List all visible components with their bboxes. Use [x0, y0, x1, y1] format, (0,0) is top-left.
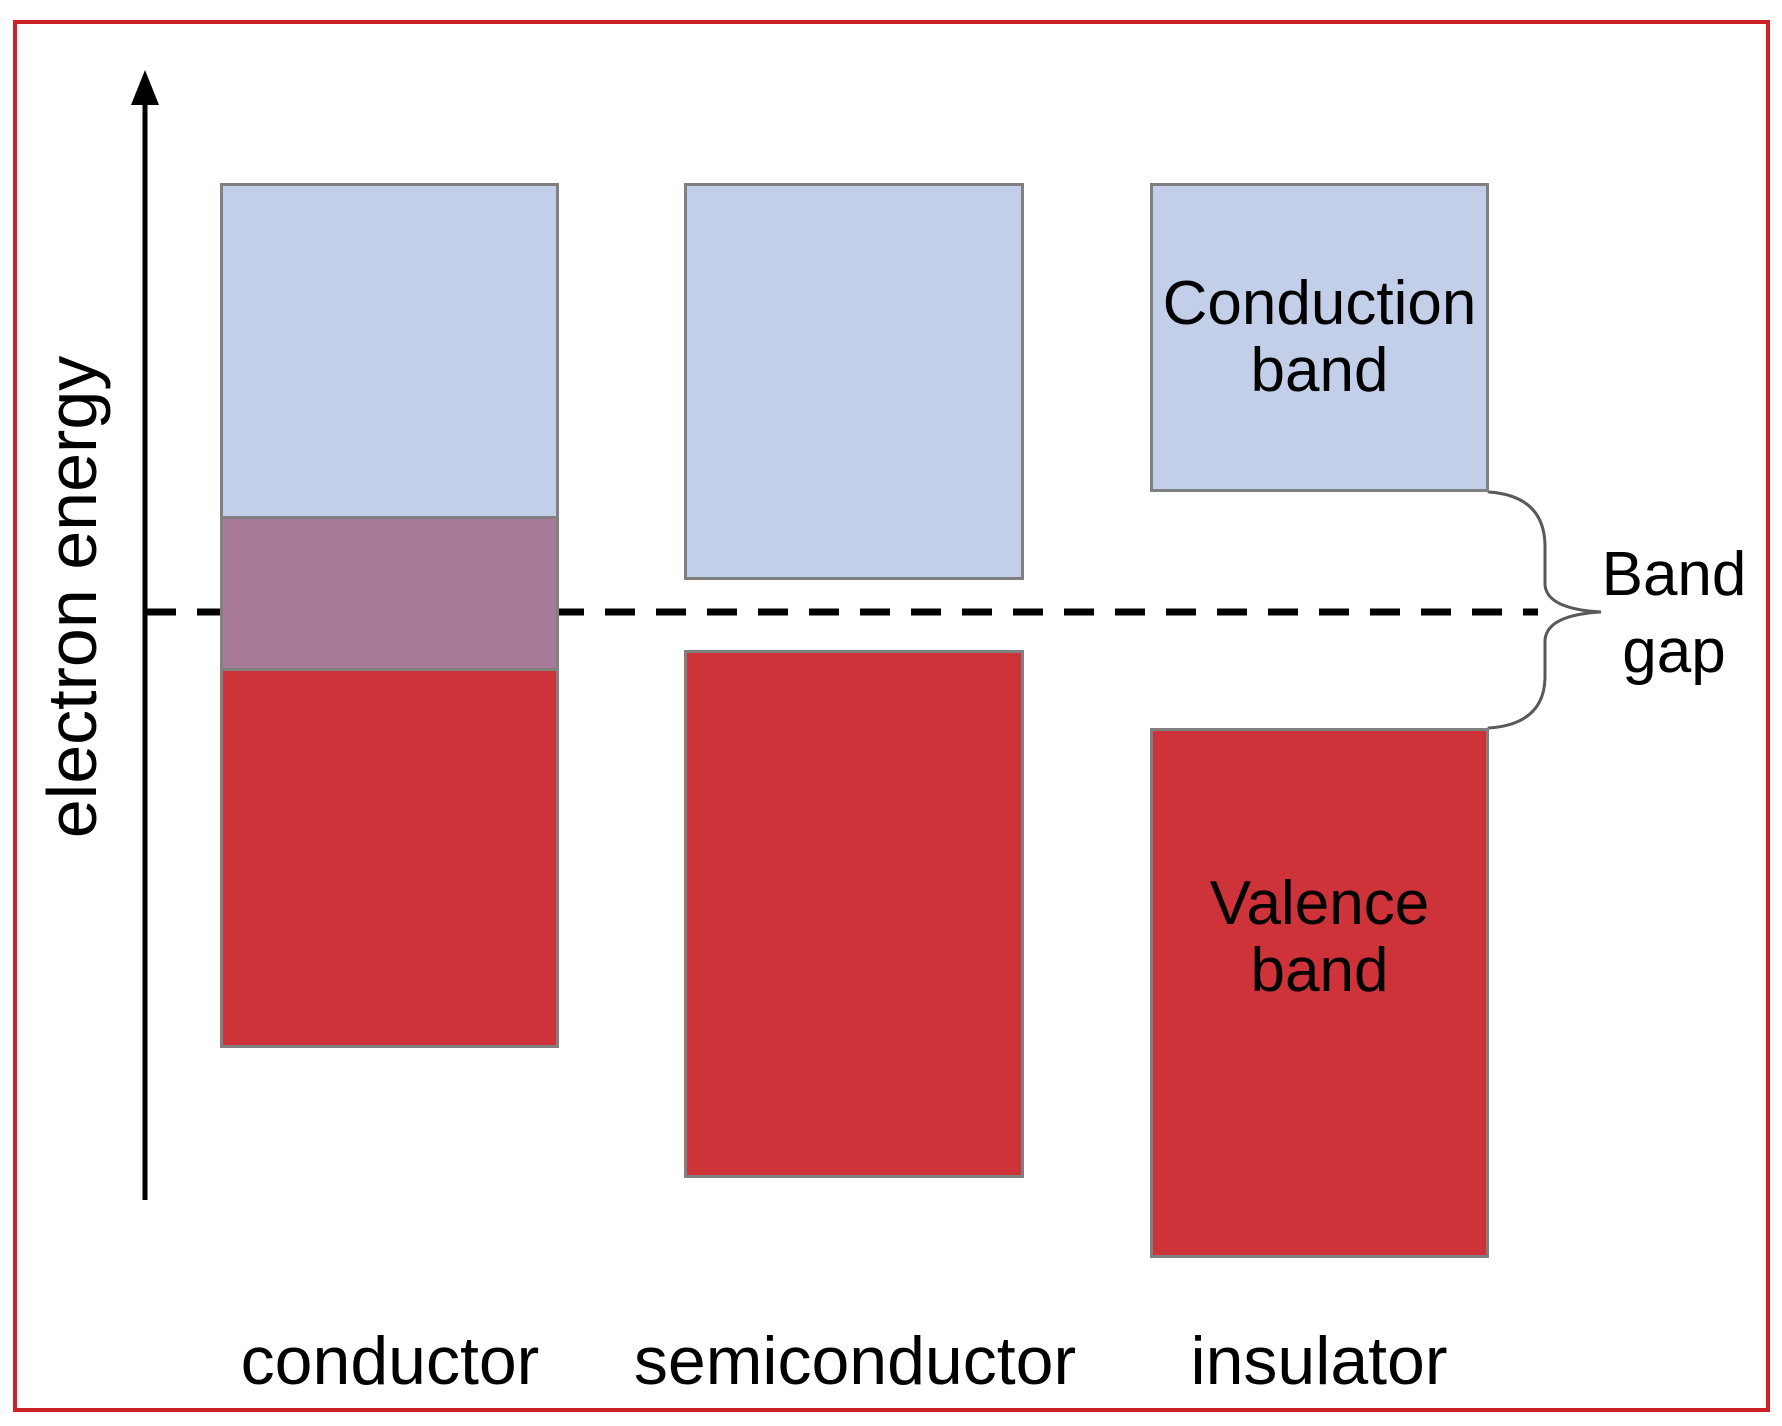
conductor-valence-band — [220, 668, 559, 1048]
semiconductor-conduction-band — [684, 183, 1024, 580]
conduction-band-label: Conduction band — [1162, 268, 1477, 405]
figure-border — [13, 20, 1770, 1412]
band-gap-brace — [1487, 490, 1602, 730]
column-label-conductor: conductor — [240, 1323, 540, 1399]
column-label-insulator: insulator — [1190, 1323, 1448, 1399]
insulator-conduction-band: Conduction band — [1150, 183, 1489, 492]
conductor-band-overlap — [220, 519, 559, 668]
energy-axis-label: electron energy — [33, 355, 111, 839]
valence-band-label: Valence band — [1209, 869, 1430, 1005]
semiconductor-valence-band — [684, 650, 1024, 1178]
conductor-conduction-band — [220, 183, 559, 519]
insulator-valence-band: Valence band — [1150, 728, 1489, 1258]
column-label-semiconductor: semiconductor — [633, 1323, 1077, 1399]
band-gap-label: Band gap — [1601, 540, 1747, 686]
energy-axis-arrowhead — [131, 70, 159, 105]
